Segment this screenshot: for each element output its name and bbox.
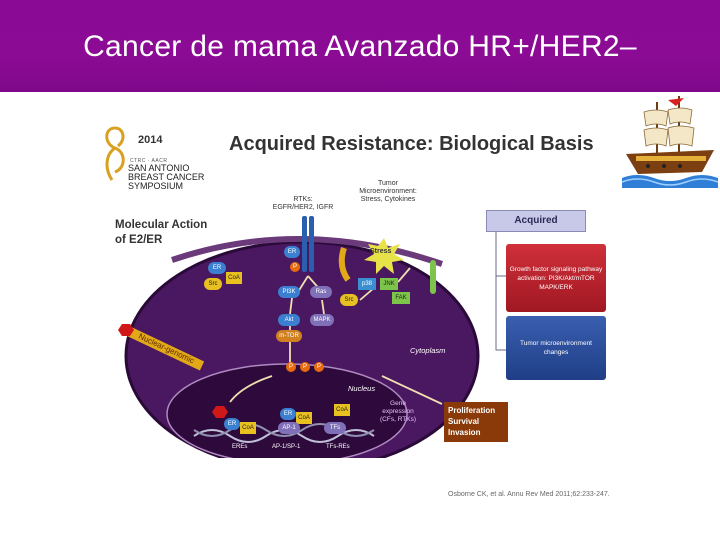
gene-line-2: expression <box>368 408 428 416</box>
node-mtor: m-TOR <box>276 330 302 342</box>
node-p-row-2: P <box>300 362 310 372</box>
panel-header: Acquired <box>486 210 586 232</box>
gene-line-3: (CFs, RTKs) <box>368 416 428 424</box>
node-er-left: ER <box>208 262 226 274</box>
node-mapk: MAPK <box>310 314 334 326</box>
acquired-panel: Acquired Growth factor signaling pathway… <box>486 210 606 380</box>
node-ras: Ras <box>310 286 332 298</box>
node-er-top: ER <box>284 246 300 258</box>
slide-title: Cancer de mama Avanzado HR+/HER2– <box>0 30 720 64</box>
tumor-label-1: Tumor <box>348 180 428 188</box>
node-src-right: Src <box>340 294 358 306</box>
nuc-coa-b: CoA <box>296 412 312 424</box>
outcome-survival: Survival <box>448 416 504 427</box>
integrins-label: Integrins <box>416 248 443 255</box>
growth-factor-box: Growth factor signaling pathway activati… <box>506 244 606 312</box>
logo-year: 2014 <box>138 134 162 146</box>
nuc-ap1: AP-1 <box>278 422 300 434</box>
nuc-eres: EREs <box>232 444 247 450</box>
outcome-invasion: Invasion <box>448 427 504 438</box>
nuc-coa-c: CoA <box>334 404 350 416</box>
gene-line-1: Gene <box>368 400 428 408</box>
nuc-tfs: TFs <box>324 422 346 434</box>
node-pi3k: PI3K <box>278 286 300 298</box>
node-p-row-3: P <box>314 362 324 372</box>
node-p-top: P <box>290 262 300 272</box>
nuc-er-a: ER <box>224 418 240 430</box>
logo-line-4: SYMPOSIUM <box>128 182 208 191</box>
stress-label: Stress <box>370 248 391 255</box>
node-fak: FAK <box>392 292 410 304</box>
ship-icon <box>618 92 720 192</box>
rtks-label: RTKs: EGFR/HER2, IGFR <box>258 196 348 212</box>
logo-name: SAN ANTONIO BREAST CANCER SYMPOSIUM <box>128 164 208 191</box>
nucleus-label: Nucleus <box>348 384 375 393</box>
microenvironment-box: Tumor microenvironment changes <box>506 316 606 380</box>
node-p38: p38 <box>358 278 376 290</box>
tumor-label-3: Stress, Cytokines <box>348 196 428 204</box>
slide-header: Cancer de mama Avanzado HR+/HER2– <box>0 0 720 92</box>
outcome-proliferation: Proliferation <box>448 405 504 416</box>
nuc-tfsres: TFs-REs <box>326 444 350 450</box>
tumor-label-2: Microenvironment: <box>348 188 428 196</box>
cytoplasm-label: Cytoplasm <box>410 346 445 355</box>
tumor-micro-label: Tumor Microenvironment: Stress, Cytokine… <box>348 180 428 204</box>
node-jnk: JNK <box>380 278 398 290</box>
ribbon-icon <box>100 124 130 184</box>
node-akt: Akt <box>278 314 300 326</box>
nuc-ap1sp1: AP-1/SP-1 <box>272 444 300 450</box>
node-p-row-1: P <box>286 362 296 372</box>
figure-title: Acquired Resistance: Biological Basis <box>229 133 594 156</box>
nuc-er-b: ER <box>280 408 296 420</box>
node-src-left: Src <box>204 278 222 290</box>
outcome-box: Proliferation Survival Invasion <box>444 402 508 442</box>
rtks-label-1: RTKs: <box>258 196 348 204</box>
gene-expression-label: Gene expression (CFs, RTKs) <box>368 400 428 424</box>
sabcs-logo: 2014 CTRC · AACR SAN ANTONIO BREAST CANC… <box>94 118 204 196</box>
node-coa-left: CoA <box>226 272 242 284</box>
rtks-label-2: EGFR/HER2, IGFR <box>258 204 348 212</box>
nuc-coa-a: CoA <box>240 422 256 434</box>
citation: Osborne CK, et al. Annu Rev Med 2011;62:… <box>448 491 610 498</box>
